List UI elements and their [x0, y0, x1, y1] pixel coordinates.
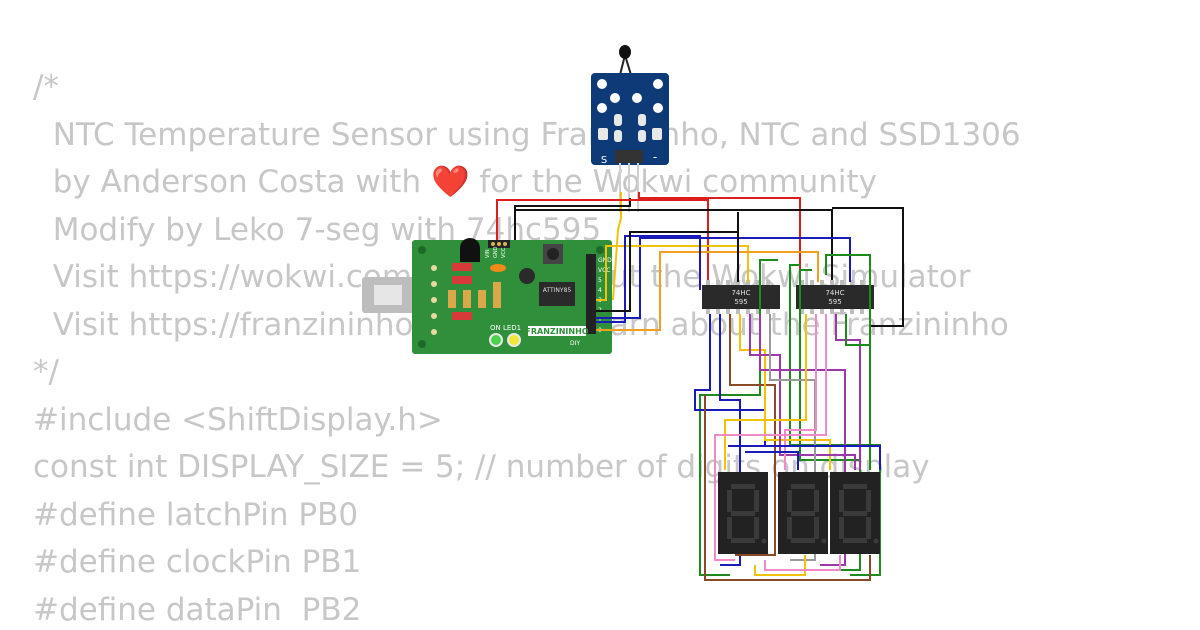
shift-register-2[interactable]: 74HC 595: [796, 280, 874, 314]
power-led: [489, 333, 503, 347]
board-pin-1: 1: [598, 317, 602, 324]
ntc-sensor-module[interactable]: S -: [591, 45, 669, 212]
user-led: [507, 333, 521, 347]
board-pin-4: 4: [598, 287, 602, 294]
seven-segment-display-2: [778, 472, 828, 554]
code-line: Modify by Leko 7-seg with 74hc595: [33, 211, 602, 248]
attiny85-chip: [539, 282, 575, 306]
shift-register-1-line1: 74HC: [731, 289, 750, 297]
voltage-regulator: [460, 238, 480, 262]
code-line: by Anderson Costa with ❤️ for the Wokwi …: [33, 164, 877, 200]
board-pin-5: 5: [598, 277, 602, 284]
shift-register-1-line2: 595: [734, 298, 747, 306]
shift-register-2-line2: 595: [828, 298, 841, 306]
code-line: #define latchPin PB0: [33, 496, 359, 533]
code-line: #define clockPin PB1: [33, 544, 362, 580]
code-line: /*: [33, 69, 59, 105]
wires-board-to-registers: [596, 231, 851, 331]
seven-segment-display-3: [830, 472, 880, 554]
code-line: */: [33, 354, 59, 390]
board-top-pin-vcc: VCC: [501, 247, 507, 258]
board-right-header: [586, 254, 596, 334]
brand-strip: [528, 326, 586, 336]
board-top-pin-vin: VIN: [485, 249, 491, 258]
sensor-pin-minus-label: -: [653, 150, 657, 164]
franzininho-board[interactable]: VIN GND VCC ATTINY85 GND VCC 5 4 3 2 1 0…: [362, 238, 612, 354]
shift-register-1[interactable]: 74HC 595: [702, 280, 780, 314]
code-line: const int DISPLAY_SIZE = 5; // number of…: [33, 449, 930, 485]
board-brand: FRANZININHO: [525, 327, 588, 336]
capacitor: [519, 268, 535, 284]
chip-label: ATTINY85: [543, 287, 572, 294]
code-line: #include <ShiftDisplay.h>: [33, 401, 443, 438]
sensor-header: [615, 150, 643, 163]
board-brand-sub: DIY: [570, 340, 580, 347]
code-line: NTC Temperature Sensor using Franzininho…: [33, 116, 1021, 153]
shift-register-2-line1: 74HC: [825, 289, 844, 297]
board-top-pin-gnd: GND: [493, 246, 499, 258]
sensor-pin-s-label: S: [601, 155, 607, 166]
led-label: ON LED1: [490, 324, 521, 332]
wires-registers-to-displays: [694, 254, 881, 581]
board-pin-vcc: VCC: [598, 267, 610, 274]
code-line: #define dataPin PB2: [33, 591, 362, 628]
seven-segment-display-1: [718, 472, 768, 554]
thermistor-bead: [619, 45, 631, 59]
